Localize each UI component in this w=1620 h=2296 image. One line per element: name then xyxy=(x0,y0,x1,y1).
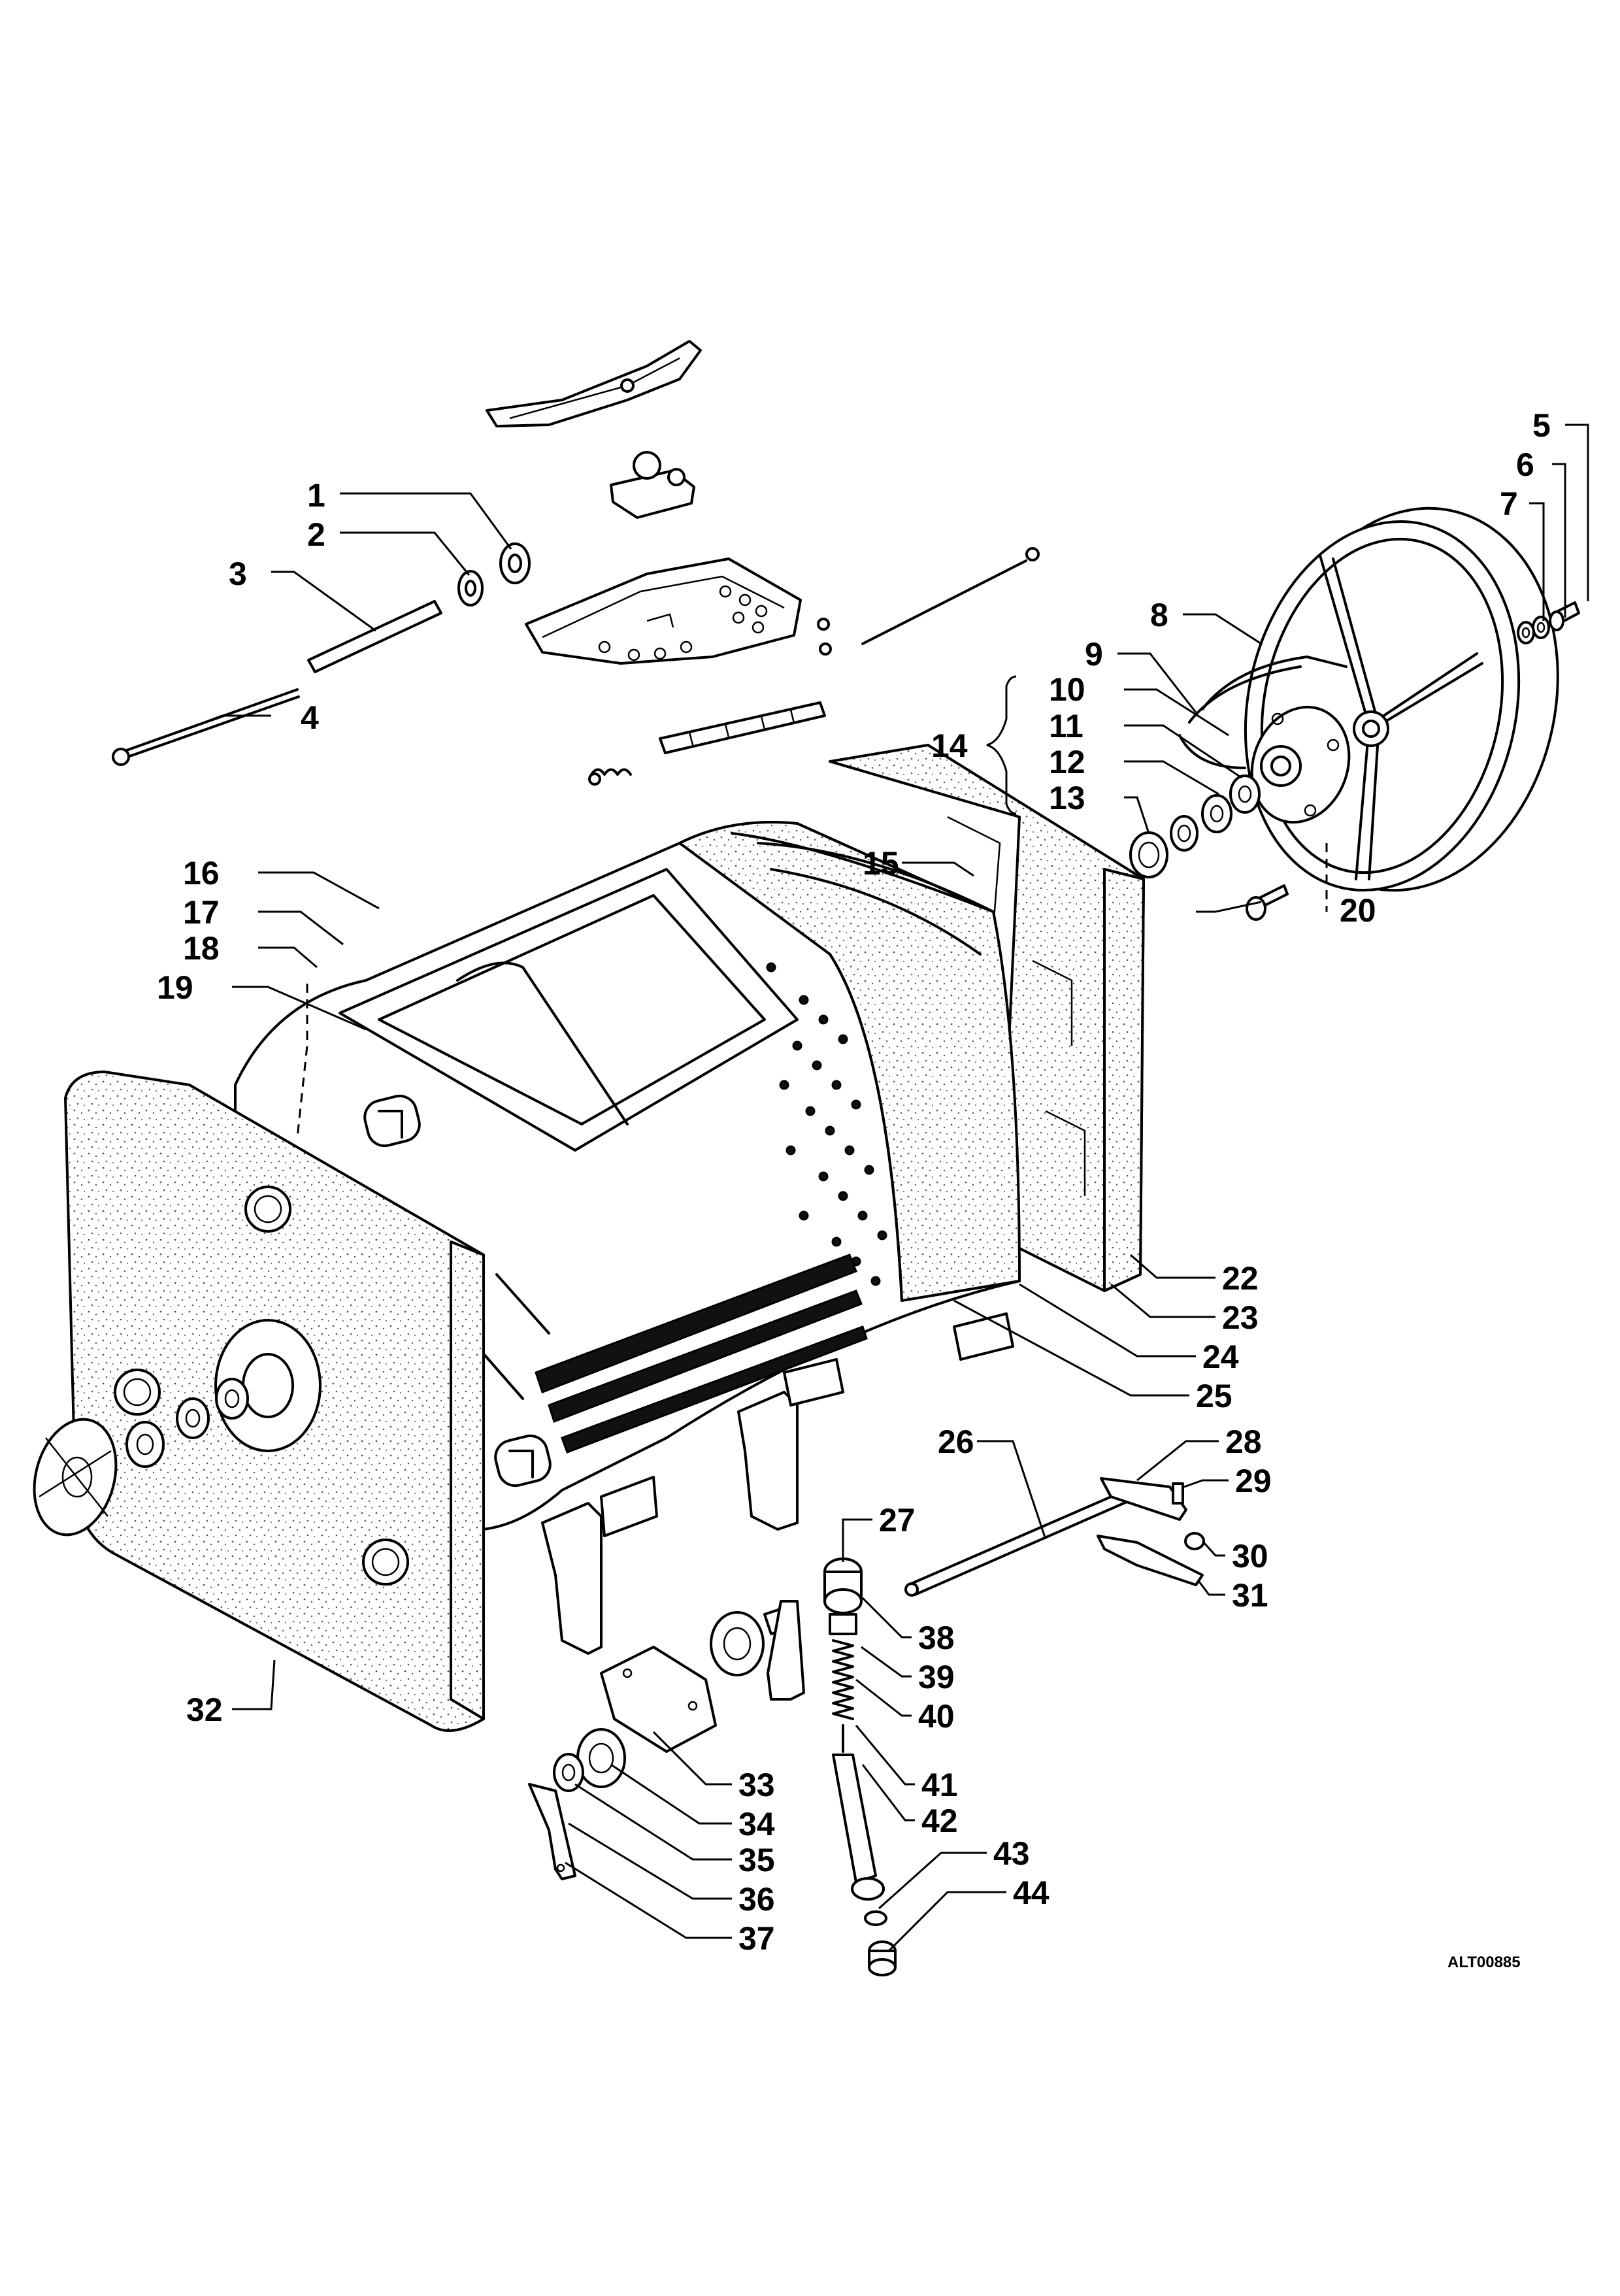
part-label-40: 40 xyxy=(918,1698,955,1735)
part-label-30: 30 xyxy=(1232,1538,1268,1574)
part-label-37: 37 xyxy=(738,1920,775,1957)
pulley-bolt-5 xyxy=(1549,601,1580,631)
part-label-33: 33 xyxy=(738,1767,775,1803)
shaft-seal-13 xyxy=(1129,831,1168,878)
bearing-part-2 xyxy=(457,570,484,607)
tub-support-foot-right xyxy=(737,1312,1014,1531)
plate-holes xyxy=(598,585,768,661)
part-label-36: 36 xyxy=(738,1881,775,1918)
front-bearings xyxy=(125,1378,249,1468)
part-label-19: 19 xyxy=(157,969,193,1006)
bracket-36-37 xyxy=(528,1783,576,1880)
part-label-1: 1 xyxy=(307,477,325,514)
part-label-13: 13 xyxy=(1049,780,1085,816)
pulley-fixing-screw xyxy=(1246,884,1289,921)
part-label-44: 44 xyxy=(1013,1874,1050,1911)
part-label-43: 43 xyxy=(993,1835,1030,1872)
tub-band-line xyxy=(757,842,995,956)
small-nuts xyxy=(817,547,1040,656)
part-label-15: 15 xyxy=(863,845,899,882)
tub-dark-stripes xyxy=(535,1254,868,1454)
bearing-12 xyxy=(1201,794,1232,833)
washer-6 xyxy=(1532,616,1550,639)
part-label-20: 20 xyxy=(1340,892,1376,929)
tub-support-foot-left xyxy=(541,1476,658,1655)
door-lock-switch xyxy=(610,451,695,519)
part-label-22: 22 xyxy=(1222,1260,1259,1297)
tub-front-opening xyxy=(339,868,799,1152)
pulley-hub-flange xyxy=(1250,705,1351,824)
part-label-17: 17 xyxy=(183,894,220,931)
bracket-31 xyxy=(1097,1535,1204,1586)
front-shaft-opening xyxy=(214,1319,322,1452)
top-cover-strip xyxy=(486,340,702,427)
part-label-34: 34 xyxy=(738,1806,775,1842)
part-label-27: 27 xyxy=(879,1502,916,1539)
part-label-18: 18 xyxy=(183,930,220,967)
spacer-ring xyxy=(1170,815,1198,852)
drum-pulley-wheel xyxy=(1244,507,1559,892)
part-label-4: 4 xyxy=(301,699,319,736)
counterweight-holes xyxy=(114,1186,409,1586)
part-label-35: 35 xyxy=(738,1842,775,1878)
shock-absorber xyxy=(823,1557,897,1976)
part-label-8: 8 xyxy=(1150,597,1168,633)
part-label-28: 28 xyxy=(1225,1423,1262,1460)
diaphragm-lower xyxy=(576,1728,626,1788)
part-label-41: 41 xyxy=(921,1767,958,1803)
bearing-11 xyxy=(1229,774,1261,814)
drawing-code: ALT00885 xyxy=(1447,1954,1521,1971)
front-flange xyxy=(33,1418,118,1537)
part-label-10: 10 xyxy=(1049,671,1085,708)
pump-part-33 xyxy=(600,1646,717,1753)
top-support-plate xyxy=(525,557,802,665)
part-label-9: 9 xyxy=(1085,636,1103,673)
part-label-12: 12 xyxy=(1049,744,1085,780)
part-label-7: 7 xyxy=(1500,486,1518,522)
leader-lines xyxy=(195,424,1589,1952)
part-labels: 1 2 3 4 5 6 7 8 9 10 11 12 13 14 15 16 1… xyxy=(157,407,1551,1957)
bracket-28 xyxy=(1100,1477,1187,1521)
part-label-6: 6 xyxy=(1516,446,1534,483)
nut-30 xyxy=(1184,1532,1205,1550)
drive-belt xyxy=(1178,656,1347,769)
right-suspension-rod xyxy=(861,559,1027,645)
drum-inner-cylinder xyxy=(678,821,1021,1302)
part-label-31: 31 xyxy=(1232,1577,1268,1614)
part-label-3: 3 xyxy=(229,556,247,592)
lever-arm xyxy=(767,1600,805,1701)
part-label-24: 24 xyxy=(1202,1339,1239,1375)
shaft-part-3 xyxy=(307,600,442,673)
part-label-14: 14 xyxy=(931,727,968,764)
part-label-29: 29 xyxy=(1235,1463,1272,1499)
part-label-25: 25 xyxy=(1196,1378,1232,1414)
part-label-32: 32 xyxy=(186,1691,223,1728)
washer-7 xyxy=(1517,621,1535,644)
front-counterweight-plate xyxy=(64,1071,485,1732)
shock-spring xyxy=(832,1639,854,1720)
tub-logo-lower xyxy=(494,1434,552,1488)
washer-35 xyxy=(553,1753,584,1792)
door-spring xyxy=(588,768,632,786)
part-label-42: 42 xyxy=(921,1803,958,1839)
part-label-2: 2 xyxy=(307,516,325,553)
long-rod-part-4 xyxy=(112,688,300,766)
part-label-16: 16 xyxy=(183,855,220,891)
part-label-26: 26 xyxy=(938,1423,974,1460)
rear-counterweight-block xyxy=(829,744,1145,1292)
part-label-23: 23 xyxy=(1222,1299,1259,1336)
hinge-bracket xyxy=(659,701,826,754)
part-label-11: 11 xyxy=(1049,708,1083,744)
tub-logo-upper xyxy=(363,1094,421,1148)
screw-29 xyxy=(1172,1482,1184,1505)
part-label-39: 39 xyxy=(918,1659,955,1695)
part-label-38: 38 xyxy=(918,1620,955,1656)
part-label-5: 5 xyxy=(1532,407,1551,444)
bearing-part-1 xyxy=(499,542,531,584)
